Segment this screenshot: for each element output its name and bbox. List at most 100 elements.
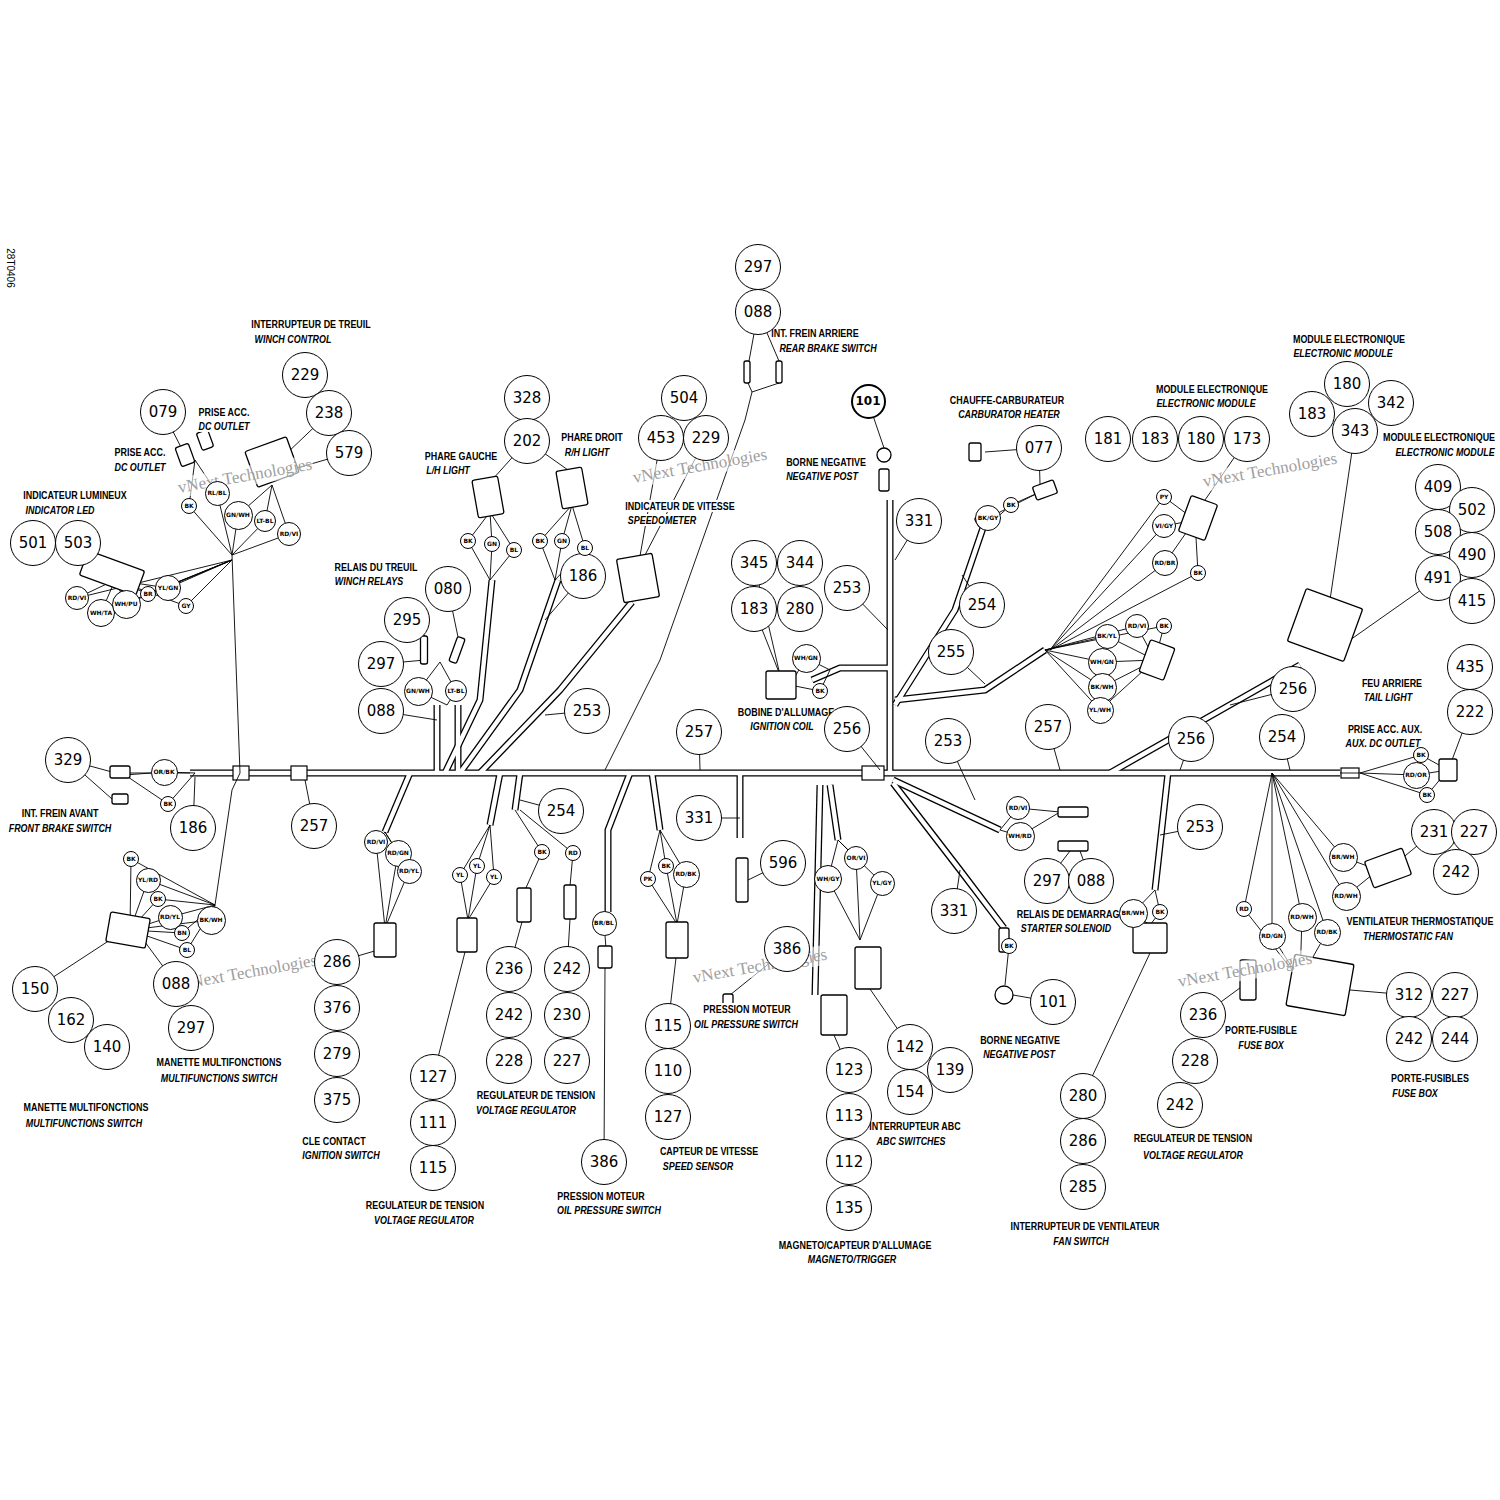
callout-number-text: 435 <box>1456 660 1485 675</box>
wire-color-tag: BK/YL <box>1095 624 1120 649</box>
wire-color-tag: BK <box>460 533 476 549</box>
callout-number-text: 113 <box>835 1109 864 1124</box>
connector-symbol <box>196 429 213 450</box>
connector-symbol <box>1032 480 1057 501</box>
callout-number-text: 202 <box>513 434 542 449</box>
component-label: MULTIFUNCTIONS SWITCH <box>25 1117 143 1129</box>
wire-color-tag: BK <box>1152 904 1168 920</box>
harness-fill <box>652 773 660 830</box>
callout-number-text: 257 <box>685 725 714 740</box>
callout-number-text: 242 <box>1166 1098 1195 1113</box>
harness-fill <box>738 773 742 838</box>
callout-number: 343 <box>1332 408 1378 454</box>
component-label: REAR BRAKE SWITCH <box>779 342 878 354</box>
wire-color-tag: RD/VI <box>1006 796 1030 820</box>
wire-color: BK <box>1416 752 1425 758</box>
callout-number: 111 <box>410 1100 456 1146</box>
component-label: INTERRUPTEUR DE TREUIL <box>250 318 371 330</box>
callout-number-text: 135 <box>835 1201 864 1216</box>
callout-number-text: 077 <box>1025 441 1054 456</box>
harness-fill <box>830 785 838 840</box>
wire-color-tag: PK <box>640 871 656 887</box>
wire-color-tag: YL/RD <box>136 868 161 893</box>
callout-number: 150 <box>12 966 58 1012</box>
callout-number-text: 183 <box>740 602 769 617</box>
harness-fill <box>515 773 520 810</box>
wire-color: BR/WH <box>1121 910 1144 916</box>
callout-number: 230 <box>544 992 590 1038</box>
connector-symbol <box>457 918 477 952</box>
wire-color: PY <box>1160 494 1169 500</box>
callout-number: 140 <box>84 1024 130 1070</box>
wire-color: BK/WH <box>199 917 222 923</box>
wire-line <box>376 842 385 928</box>
component-label: MULTIFUNCTIONS SWITCH <box>160 1072 278 1084</box>
callout-number: 183 <box>1289 391 1335 437</box>
component-label: RELAIS DE DEMARRAGE <box>1016 908 1126 920</box>
callout-number-text: 139 <box>936 1063 965 1078</box>
callout-number-text: 409 <box>1424 480 1453 495</box>
callout-number: 127 <box>645 1094 691 1140</box>
connector-symbol <box>879 469 889 491</box>
wire-color: GN/WH <box>226 512 250 518</box>
callout-number-text: 111 <box>419 1116 448 1131</box>
callout-number: 331 <box>676 795 722 841</box>
wire-color: BK <box>1422 792 1431 798</box>
callout-number-text: 242 <box>495 1008 524 1023</box>
wire-line <box>856 858 860 940</box>
callout-number-text: 180 <box>1333 377 1362 392</box>
wire-color: YL/GY <box>872 880 892 886</box>
wire-color-tag: WH/PU <box>112 590 141 619</box>
wire-color: RD/VI <box>68 595 87 601</box>
wire-line <box>186 560 232 606</box>
wire-color: RL/BL <box>207 490 226 496</box>
harness-outline <box>830 785 838 840</box>
wire-line <box>131 859 215 905</box>
wire-line <box>1272 773 1343 857</box>
callout-number: 242 <box>1433 849 1479 895</box>
component-label: FUSE BOX <box>1237 1039 1284 1051</box>
component-label: INDICATEUR DE VITESSE <box>624 500 735 512</box>
wire-color: GN/WH <box>406 688 430 694</box>
component-label: MAGNETO/CAPTEUR D'ALLUMAGE <box>778 1239 932 1251</box>
callout-number: 154 <box>887 1069 933 1115</box>
callout-number: 331 <box>896 498 942 544</box>
callout-number: 242 <box>486 992 532 1038</box>
wire-color: LT-BL <box>257 518 274 524</box>
wire-color: YL/WH <box>1089 707 1111 713</box>
wire-color: BR/BL <box>594 920 614 926</box>
component-label: CARBURATOR HEATER <box>957 408 1060 420</box>
wire-color: RD/YL <box>399 868 419 874</box>
callout-number: 504 <box>661 375 707 421</box>
callout-number: 142 <box>887 1024 933 1070</box>
component-label: INT. FREIN AVANT <box>21 807 99 819</box>
wire-color: BK/WH <box>1090 684 1113 690</box>
callout-number: 244 <box>1432 1016 1478 1062</box>
callout-number: 329 <box>45 737 91 783</box>
callout-number-text: 255 <box>937 645 966 660</box>
callout-number: 297 <box>168 1005 214 1051</box>
wire-color-tag: RD/OR <box>1403 762 1430 789</box>
component-label: L/H LIGHT <box>425 464 470 476</box>
harness-fill <box>893 783 1004 928</box>
component-label: INDICATOR LED <box>25 504 96 516</box>
component-label: NEGATIVE POST <box>982 1048 1055 1060</box>
component-label: DC OUTLET <box>198 420 251 432</box>
wire-color: RD <box>1239 906 1249 912</box>
callout-number-text: 342 <box>1377 396 1406 411</box>
wire-color: RD/GN <box>387 850 409 856</box>
component-label: WINCH RELAYS <box>334 575 404 587</box>
callout-number-text: 230 <box>553 1008 582 1023</box>
wire-color-tag: YL <box>452 867 468 883</box>
callout-number-text: 242 <box>1395 1032 1424 1047</box>
callout-number: 257 <box>676 709 722 755</box>
connector-symbol <box>744 361 750 383</box>
callout-number-text: 231 <box>1420 825 1449 840</box>
callout-number: 386 <box>764 926 810 972</box>
harness-fill <box>888 500 892 773</box>
callout-number-text: 088 <box>744 305 773 320</box>
wire-color-tag: WH/RD <box>1006 822 1035 851</box>
component-label: PRESSION MOTEUR <box>557 1190 646 1202</box>
wire-color-tag: BK <box>1190 565 1206 581</box>
callout-number-text: 140 <box>93 1040 122 1055</box>
